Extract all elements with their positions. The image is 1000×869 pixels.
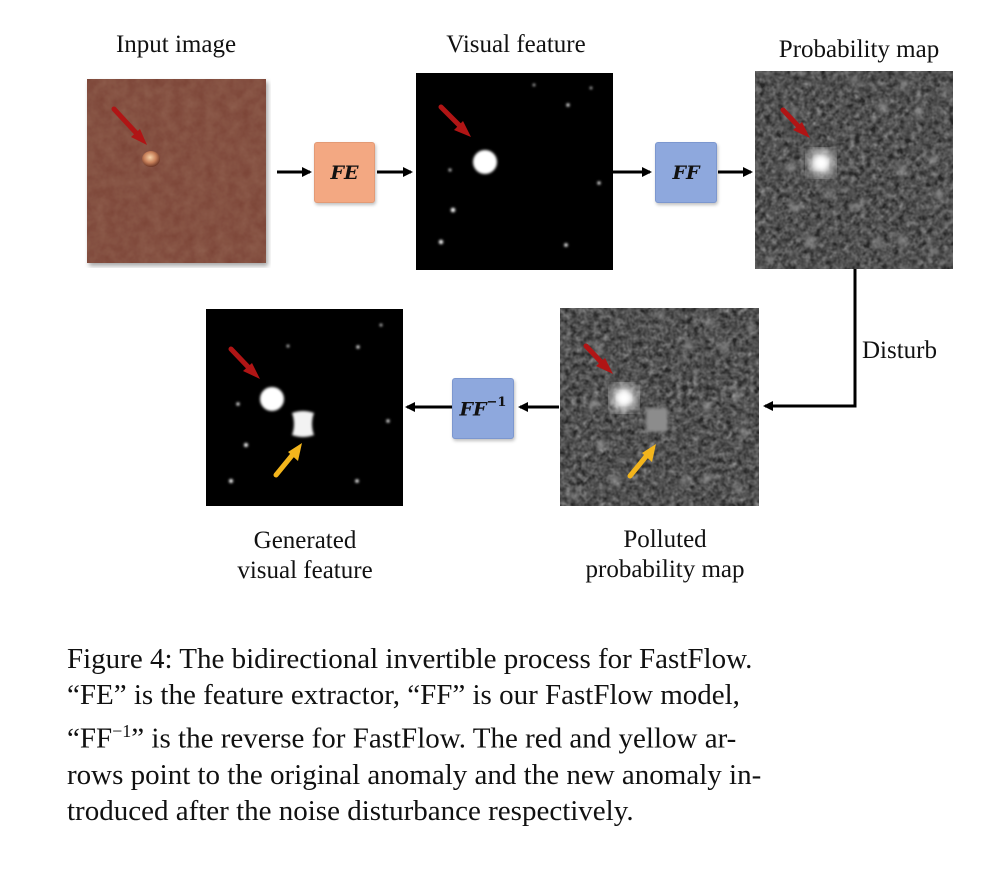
caption-line-1: Figure 4: The bidirectional invertible p… <box>67 643 753 675</box>
yellow-arrow-icon <box>627 444 656 479</box>
figure-caption: Figure 4: The bidirectional invertible p… <box>67 641 972 829</box>
polluted-map-panel <box>560 308 759 506</box>
fastflow-inverse-box: FF−1 <box>452 378 514 439</box>
visual-feature-graphic <box>416 73 613 270</box>
probability-blobs <box>766 76 948 263</box>
red-arrow-icon <box>228 346 260 379</box>
red-arrow-icon <box>111 106 147 145</box>
visual-feature-panel <box>416 73 613 270</box>
disturb-label: Disturb <box>862 337 937 364</box>
arrow-disturb <box>763 269 857 411</box>
fastflow-box: FF <box>655 142 717 203</box>
feature-blobs <box>438 83 601 247</box>
anomaly-bump <box>142 151 160 167</box>
ff-inverse-label: FF−1 <box>459 394 507 421</box>
input-image-panel <box>84 77 271 268</box>
generated-feature-graphic <box>206 309 403 506</box>
input-image-graphic <box>87 79 266 263</box>
polluted-map-graphic <box>560 308 759 506</box>
generated-blobs <box>229 323 390 483</box>
caption-line-5: troduced after the noise disturbance res… <box>67 794 634 827</box>
probability-map-graphic <box>755 71 953 269</box>
generated-feature-panel <box>206 309 403 506</box>
probability-map-label: Probability map <box>778 36 940 63</box>
polluted-blobs <box>571 313 753 500</box>
red-arrow-icon <box>583 343 613 374</box>
ff-label: FF <box>672 161 700 184</box>
caption-line-3: “FF−1” is the reverse for FastFlow. The … <box>67 721 737 755</box>
red-arrow-icon <box>438 104 471 137</box>
red-arrow-icon <box>780 107 810 138</box>
input-image-label: Input image <box>115 31 237 58</box>
probability-map-panel <box>755 71 953 269</box>
feature-extractor-box: FE <box>314 142 375 203</box>
new-anomaly-patch <box>646 408 668 432</box>
fe-label: FE <box>330 161 359 184</box>
caption-line-4: rows point to the original anomaly and t… <box>67 758 762 791</box>
visual-feature-label: Visual feature <box>446 31 586 58</box>
caption-line-2: “FE” is the feature extractor, “FF” is o… <box>67 679 740 711</box>
yellow-arrow-icon <box>273 443 302 478</box>
